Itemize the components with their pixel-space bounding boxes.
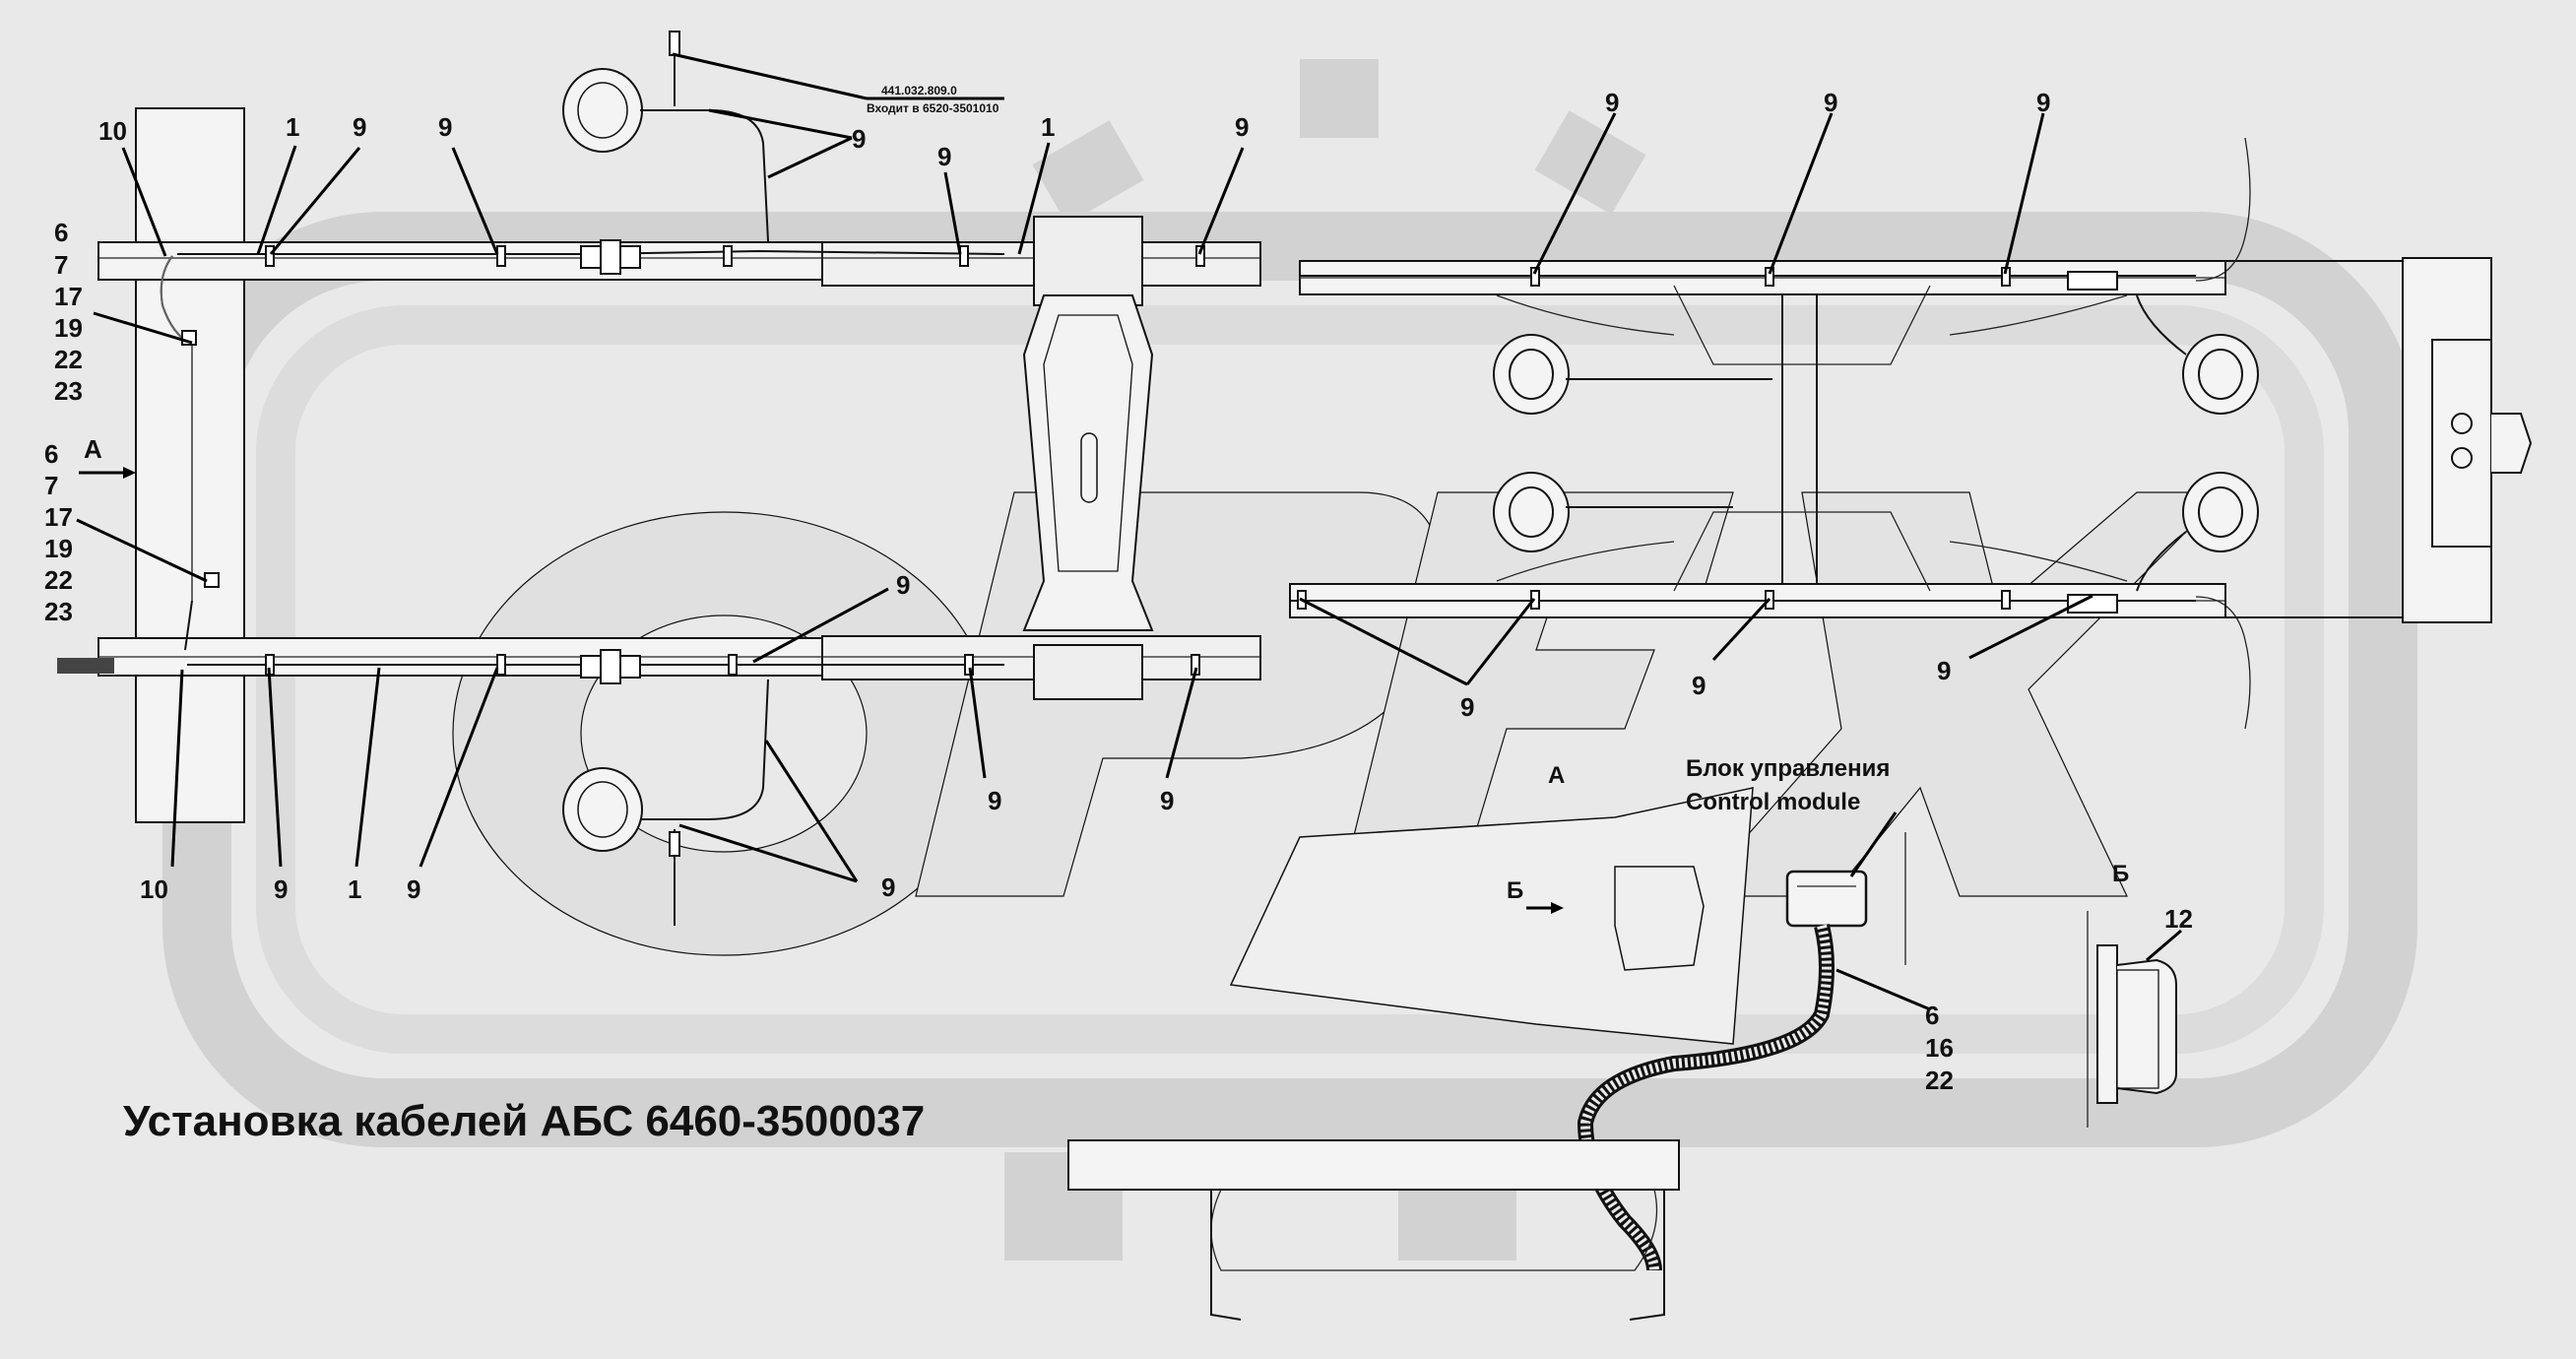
callout-22: 22 <box>44 565 73 595</box>
front-axle <box>1022 216 1154 700</box>
view-a-arrow-letter: A <box>84 434 102 464</box>
callout-16: 16 <box>1925 1033 1954 1063</box>
ref-doc-number: 441.032.809.0 <box>881 84 957 97</box>
control-module-label-en: Control module <box>1686 789 1860 815</box>
callout-9: 9 <box>1235 112 1249 142</box>
callout-22: 22 <box>54 345 83 374</box>
callout-9: 9 <box>1160 786 1174 815</box>
harness-connector <box>57 658 114 674</box>
callout-9: 9 <box>988 786 1001 815</box>
callout-1-b: 1 <box>1041 112 1055 142</box>
section-a-letter: А <box>1548 762 1565 789</box>
control-module-label-ru: Блок управления <box>1686 755 1890 782</box>
rear-brake-chambers <box>1493 334 2259 552</box>
view-b-letter: Б <box>2112 861 2129 887</box>
callout-10-top: 10 <box>98 116 127 146</box>
brake-chamber-top-left <box>562 31 769 242</box>
callout-1-a: 1 <box>286 112 299 142</box>
callout-17: 17 <box>44 502 73 532</box>
callout-7: 7 <box>44 471 58 500</box>
view-b-bracket <box>2087 911 2177 1128</box>
callout-9: 9 <box>1605 88 1619 117</box>
callout-19: 19 <box>44 534 73 563</box>
callout-6: 6 <box>1925 1001 1939 1030</box>
callout-6: 6 <box>54 218 68 247</box>
callout-19: 19 <box>54 313 83 343</box>
callout-9: 9 <box>1937 656 1951 685</box>
callout-9: 9 <box>1692 671 1706 700</box>
callout-10-bottom: 10 <box>140 874 168 904</box>
control-module-detail <box>1067 787 1906 1321</box>
rear-chassis-frame <box>1289 137 2533 730</box>
wheel-sensors-left <box>580 239 641 684</box>
arrow-b-head <box>1551 902 1564 914</box>
arrow-a-head <box>123 467 136 479</box>
callout-9: 9 <box>1460 692 1474 722</box>
leader-lines <box>76 52 2182 1011</box>
ref-doc-note: Входит в 6520-3501010 <box>867 101 999 115</box>
callout-12: 12 <box>2164 904 2193 934</box>
callout-9: 9 <box>2036 88 2050 117</box>
callout-9: 9 <box>896 570 910 600</box>
callouts: 10 1 9 9 9 9 1 9 9 9 9 6 7 17 19 22 23 A… <box>44 88 2193 1095</box>
callout-9: 9 <box>1824 88 1837 117</box>
callout-9: 9 <box>407 874 420 904</box>
callout-23: 23 <box>54 376 83 406</box>
callout-9: 9 <box>937 142 951 171</box>
callout-22: 22 <box>1925 1066 1954 1095</box>
callout-23: 23 <box>44 597 73 626</box>
callout-9: 9 <box>852 124 866 154</box>
callout-9: 9 <box>274 874 288 904</box>
callout-9: 9 <box>881 873 895 902</box>
brake-chamber-bottom-left <box>562 679 769 926</box>
abs-control-module <box>1785 870 1868 928</box>
callout-17: 17 <box>54 282 83 311</box>
callout-7: 7 <box>54 250 68 280</box>
callout-1-c: 1 <box>348 874 361 904</box>
callout-6: 6 <box>44 439 58 469</box>
upper-rail-cable <box>177 249 1005 255</box>
callout-9: 9 <box>438 112 452 142</box>
drawing-title: Установка кабелей АБС 6460-3500037 <box>123 1097 925 1145</box>
front-cross-member <box>135 107 245 823</box>
tow-hitch <box>2431 339 2533 548</box>
cable-clips-left <box>181 245 1205 676</box>
wheel-sensors-rear <box>2067 271 2118 614</box>
callout-9: 9 <box>353 112 366 142</box>
view-b-arrow-letter: Б <box>1507 877 1523 904</box>
